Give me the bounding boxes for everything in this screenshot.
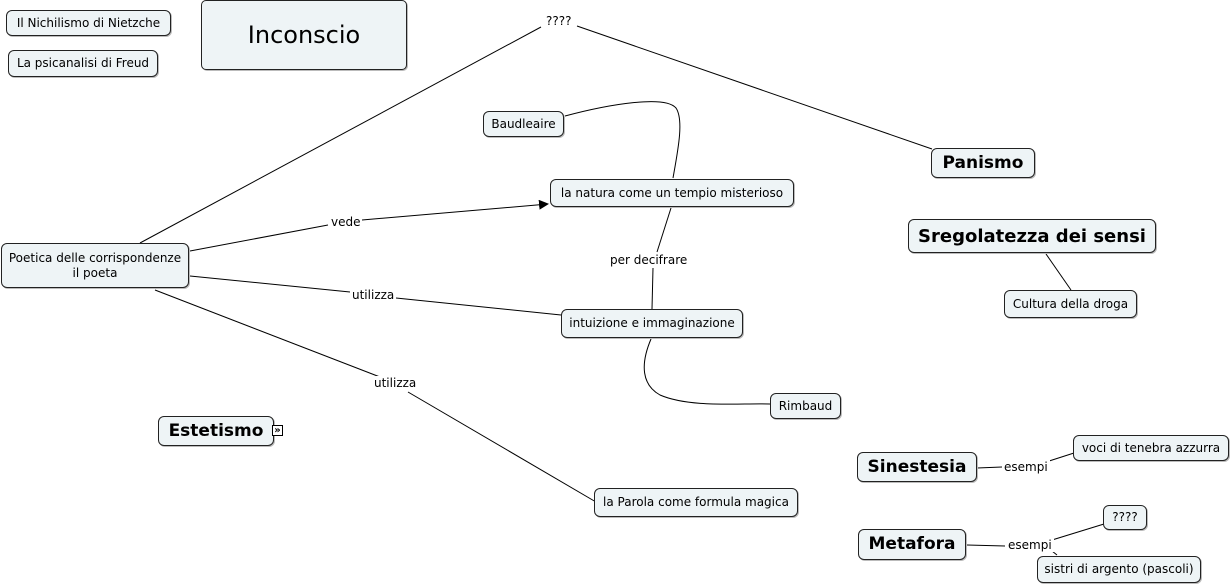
link-utilizza1-intuizione: [395, 297, 562, 316]
link-poetica-utilizza2: [154, 289, 381, 378]
node-sinestesia[interactable]: Sinestesia: [857, 452, 977, 482]
link-natura-baudleaire: [564, 101, 681, 179]
link-sinestesia-esempi: [976, 466, 1003, 469]
double-chevron-right-icon[interactable]: »: [272, 425, 283, 436]
link-label-per-decifrare: per decifrare: [608, 253, 690, 267]
node-panismo[interactable]: Panismo: [931, 148, 1035, 178]
node-sistri[interactable]: sistri di argento (pascoli): [1037, 556, 1201, 583]
link-label-utilizza-2: utilizza: [372, 376, 419, 390]
node-intuizione[interactable]: intuizione e immaginazione: [561, 309, 743, 338]
link-question-panismo: [576, 25, 933, 150]
link-utilizza2-parola: [407, 391, 597, 503]
node-question2[interactable]: ????: [1103, 505, 1147, 530]
node-parola[interactable]: la Parola come formula magica: [594, 488, 798, 517]
node-rimbaud[interactable]: Rimbaud: [770, 393, 841, 419]
link-decifrare-intuizione: [651, 267, 654, 310]
link-label-esempi-1: esempi: [1002, 460, 1050, 474]
node-baudleaire[interactable]: Baudleaire: [483, 111, 564, 137]
link-poetica-vede: [189, 224, 329, 252]
link-label-utilizza-1: utilizza: [350, 288, 397, 302]
node-estetismo[interactable]: Estetismo: [158, 416, 274, 446]
node-nichilismo[interactable]: Il Nichilismo di Nietzche: [6, 10, 171, 36]
link-vede-natura: [361, 199, 549, 221]
link-poetica-question: [139, 26, 542, 244]
link-metafora-esempi: [966, 544, 1006, 547]
node-droga[interactable]: Cultura della droga: [1004, 290, 1137, 318]
link-label-esempi-2: esempi: [1006, 538, 1054, 552]
link-intuizione-rimbaud: [643, 338, 771, 405]
link-esempi-question2: [1051, 523, 1105, 541]
node-metafora[interactable]: Metafora: [858, 529, 966, 560]
node-sregolatezza[interactable]: Sregolatezza dei sensi: [908, 219, 1156, 253]
node-freud[interactable]: La psicanalisi di Freud: [8, 50, 158, 77]
node-inconscio[interactable]: Inconscio: [201, 0, 407, 70]
node-voci[interactable]: voci di tenebra azzurra: [1073, 435, 1229, 461]
link-label-vede: vede: [329, 215, 363, 229]
link-label-question: ????: [544, 14, 574, 28]
link-sregolatezza-droga: [1045, 253, 1072, 291]
link-esempi-voci: [1045, 452, 1075, 463]
link-natura-decifrare: [656, 207, 672, 253]
node-natura[interactable]: la natura come un tempio misterioso: [550, 179, 794, 207]
node-poetica[interactable]: Poetica delle corrispondenze il poeta: [1, 243, 189, 288]
link-poetica-utilizza1: [189, 275, 351, 293]
